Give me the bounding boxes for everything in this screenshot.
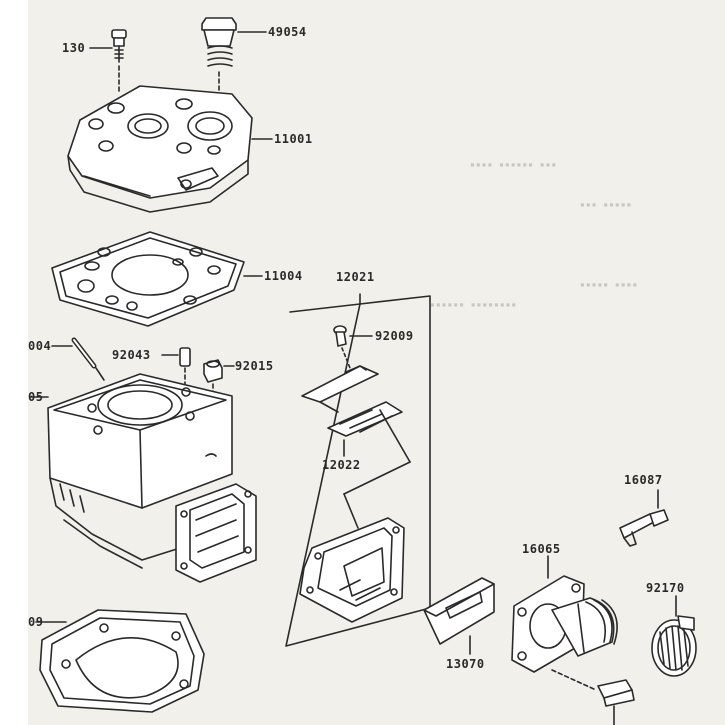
bolt-130-drawing bbox=[89, 29, 127, 93]
part-label-12021: 12021 bbox=[336, 270, 375, 284]
part-label-004: 004 bbox=[28, 339, 52, 353]
part-label-92009: 92009 bbox=[375, 329, 414, 343]
stud-004-drawing bbox=[51, 337, 105, 381]
part-label-49054: 49054 bbox=[268, 25, 307, 39]
screw-92009-drawing bbox=[333, 325, 373, 369]
part-label-11004: 11004 bbox=[264, 269, 303, 283]
part-label-11001: 11001 bbox=[274, 132, 313, 146]
part-label-13070: 13070 bbox=[446, 657, 485, 671]
show-through-text: ▪▪▪▪ ▪▪▪▪▪▪ ▪▪▪ bbox=[470, 160, 558, 169]
cylinder-head-11001-drawing bbox=[67, 85, 273, 213]
fitting-16087-drawing bbox=[619, 489, 669, 547]
show-through-text: ▪▪▪▪▪▪ ▪▪▪▪▪▪▪▪ bbox=[430, 300, 518, 309]
show-through-text: ▪▪▪ ▪▪▪▪▪ bbox=[580, 200, 633, 209]
spacer-13070-drawing bbox=[423, 577, 495, 655]
base-gasket-09-drawing bbox=[35, 609, 205, 713]
cylinder-05-drawing bbox=[29, 373, 257, 583]
part-label-92015: 92015 bbox=[235, 359, 274, 373]
reed-petal-12022-drawing bbox=[327, 401, 411, 529]
clamp-92170-drawing bbox=[651, 595, 697, 677]
part-label-130: 130 bbox=[62, 41, 86, 55]
manifold-16065-drawing bbox=[511, 555, 618, 691]
bolt-bottom-drawing bbox=[597, 679, 635, 725]
part-label-05: 05 bbox=[28, 390, 44, 404]
part-label-16065: 16065 bbox=[522, 542, 561, 556]
part-label-16087: 16087 bbox=[624, 473, 663, 487]
part-label-09: 09 bbox=[28, 615, 44, 629]
show-through-text: ▪▪▪▪▪ ▪▪▪▪ bbox=[580, 280, 639, 289]
head-gasket-11004-drawing bbox=[51, 231, 263, 327]
plug-49054-drawing bbox=[201, 17, 267, 105]
part-label-92043: 92043 bbox=[112, 348, 151, 362]
part-label-92170: 92170 bbox=[646, 581, 685, 595]
reed-block-drawing bbox=[299, 517, 405, 623]
part-label-12022: 12022 bbox=[322, 458, 361, 472]
reed-stopper-drawing bbox=[301, 365, 379, 413]
